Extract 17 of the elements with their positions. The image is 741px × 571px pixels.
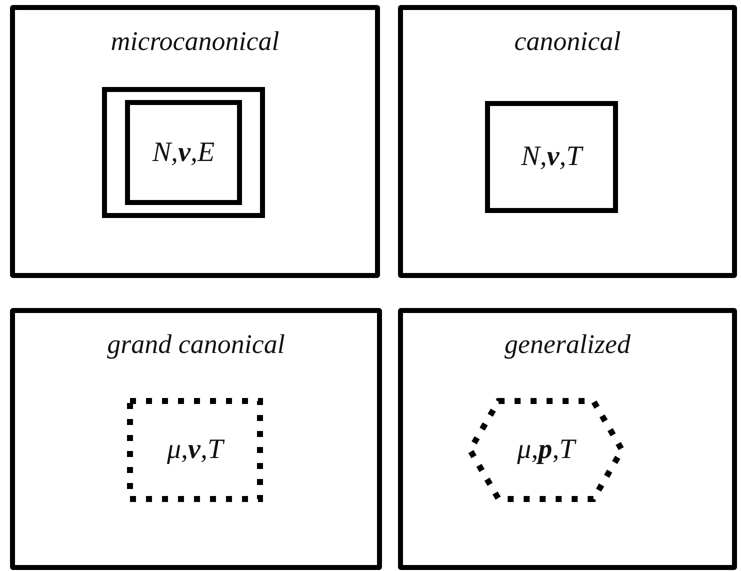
state-variables: μ,p,T <box>517 434 575 466</box>
ensemble-title: microcanonical <box>110 26 280 56</box>
system-box <box>485 101 618 213</box>
permeable-hexagon <box>467 398 625 502</box>
state-variables: μ,v,T <box>166 434 224 466</box>
state-variables: N,v,T <box>521 141 582 173</box>
ensemble-panel <box>398 5 737 278</box>
ensemble-title: grand canonical <box>107 329 285 359</box>
ensemble-title: canonical <box>514 26 621 56</box>
ensemble-panel <box>398 308 737 570</box>
ensemble-panel <box>10 5 380 278</box>
state-variables: N,v,E <box>152 136 215 168</box>
outer-wall-box <box>102 87 265 218</box>
system-box <box>125 100 242 205</box>
ensemble-panel <box>10 308 382 570</box>
ensemble-title: generalized <box>504 329 630 359</box>
permeable-box <box>127 398 263 502</box>
